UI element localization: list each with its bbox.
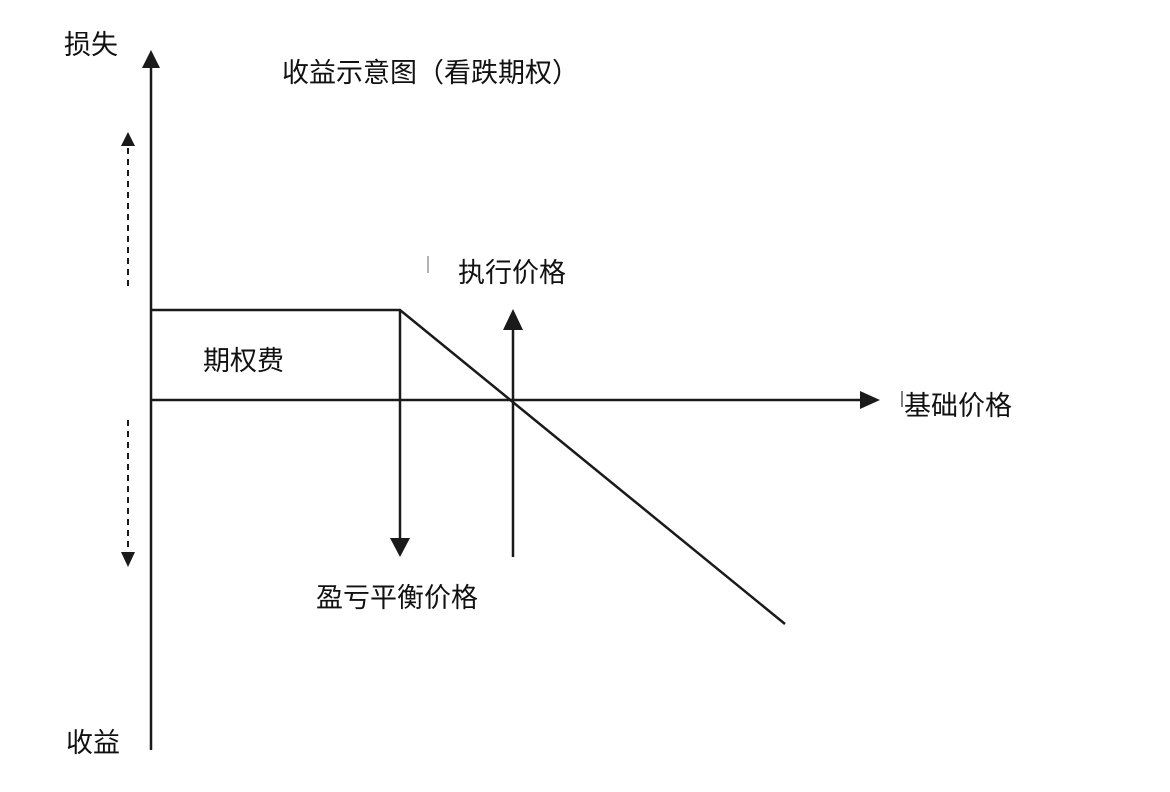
diagram-title: 收益示意图（看跌期权） (282, 58, 579, 89)
premium-label: 期权费 (203, 346, 284, 377)
strike-price-label: 执行价格 (458, 258, 566, 289)
breakeven-pointer-arrowhead (390, 538, 410, 557)
strike-pointer-arrowhead (503, 309, 523, 330)
y-axis-bottom-label: 收益 (66, 728, 120, 759)
loss-direction-arrowhead (121, 132, 135, 146)
breakeven-price-label: 盈亏平衡价格 (316, 583, 478, 614)
x-axis-label: 基础价格 (904, 391, 1012, 422)
y-axis-arrowhead (142, 50, 160, 68)
gain-direction-arrowhead (121, 552, 135, 567)
y-axis-top-label: 损失 (64, 30, 118, 61)
x-axis-arrowhead (860, 391, 880, 409)
